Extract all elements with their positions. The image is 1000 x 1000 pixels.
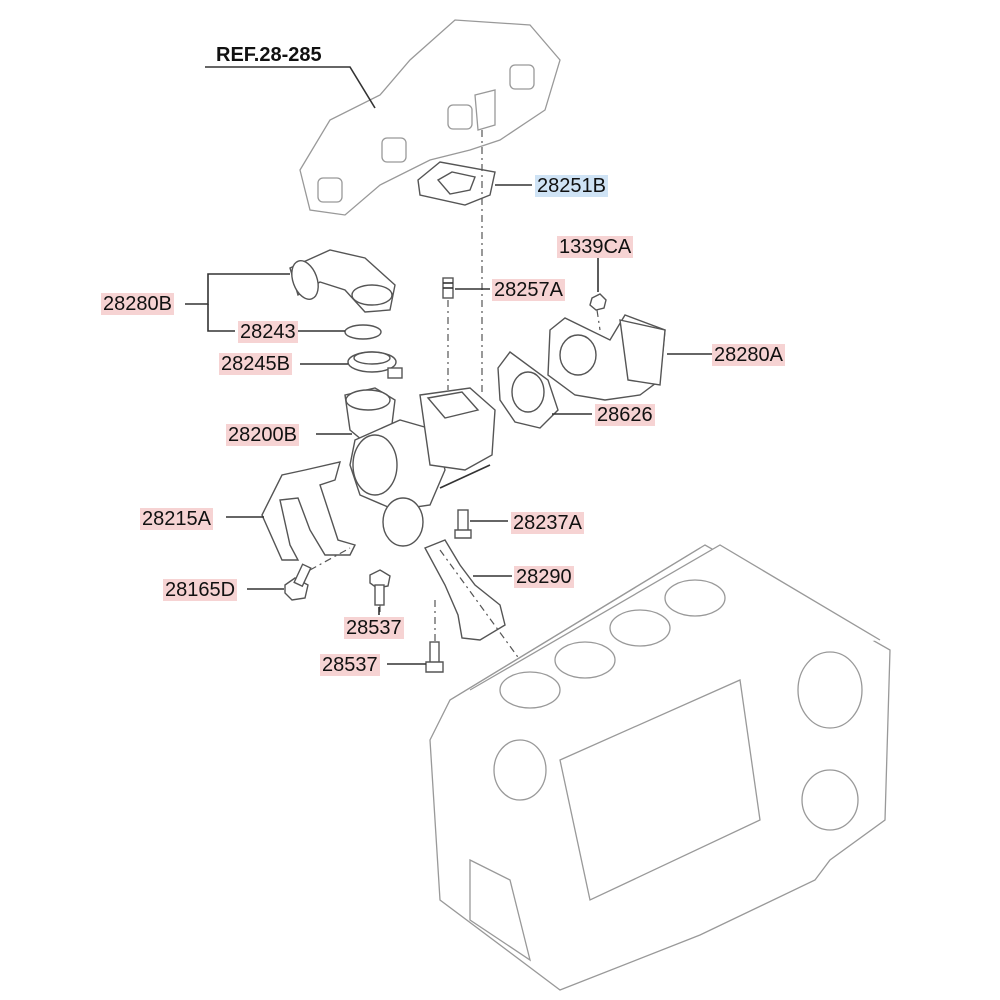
part-label-28290[interactable]: 28290 — [514, 566, 574, 588]
bracket-bolt-lower — [425, 641, 444, 673]
bolt — [454, 509, 472, 539]
heat-shield — [261, 461, 357, 561]
outlet-elbow — [547, 314, 666, 401]
part-label-28626[interactable]: 28626 — [595, 404, 655, 426]
alignment-lines — [309, 130, 601, 661]
o-ring — [344, 324, 382, 340]
stud-bolt — [442, 277, 454, 299]
manifold-gasket — [417, 161, 496, 206]
hose-clamp — [347, 351, 403, 379]
part-label-28200B[interactable]: 28200B — [226, 424, 299, 446]
part-label-28243[interactable]: 28243 — [238, 321, 298, 343]
shield-bolt — [284, 563, 312, 601]
part-label-28537-upper[interactable]: 28537 — [344, 617, 404, 639]
part-label-28215A[interactable]: 28215A — [140, 508, 213, 530]
leader-lines — [185, 66, 712, 665]
part-label-28245B[interactable]: 28245B — [219, 353, 292, 375]
inlet-elbow — [289, 249, 396, 313]
support-bracket — [424, 539, 506, 641]
part-label-28251B[interactable]: 28251B — [535, 175, 608, 197]
part-label-28165D[interactable]: 28165D — [163, 579, 238, 601]
hex-nut — [589, 293, 607, 311]
part-label-1339CA[interactable]: 1339CA — [557, 236, 634, 258]
ref-label[interactable]: REF.28-285 — [216, 44, 322, 66]
engine-block — [429, 544, 891, 991]
outlet-gasket — [497, 351, 559, 429]
part-label-28280A[interactable]: 28280A — [712, 344, 785, 366]
part-label-28237A[interactable]: 28237A — [511, 512, 584, 534]
exhaust-manifold — [299, 19, 561, 216]
part-label-28280B[interactable]: 28280B — [101, 293, 174, 315]
bracket-bolt-upper — [369, 569, 391, 606]
part-label-28257A[interactable]: 28257A — [492, 279, 565, 301]
turbocharger — [344, 387, 496, 547]
part-label-28537-lower[interactable]: 28537 — [320, 654, 380, 676]
